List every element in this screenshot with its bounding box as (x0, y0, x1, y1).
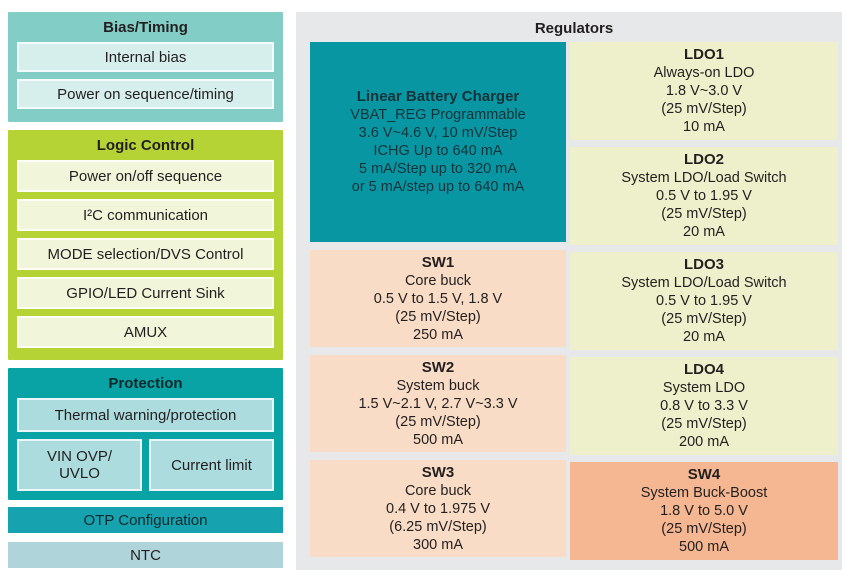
sw2-line: (25 mV/Step) (395, 413, 481, 430)
ldo2-line: (25 mV/Step) (661, 206, 747, 222)
left-column: Bias/Timing Internal bias Power on seque… (8, 12, 283, 568)
sw3-title: SW3 (421, 463, 455, 481)
sw3-line: Core buck (404, 482, 472, 499)
ldo1-line: 1.8 V~3.0 V (665, 83, 743, 99)
group-bias-timing: Bias/Timing Internal bias Power on seque… (8, 12, 283, 122)
ldo2-line: 20 mA (683, 224, 725, 240)
ldo3-line: (25 mV/Step) (661, 311, 747, 327)
block-ldo4: LDO4 System LDO 0.8 V to 3.3 V (25 mV/St… (570, 357, 838, 455)
regulators-left-column: Linear Battery Charger VBAT_REG Programm… (310, 42, 567, 560)
ldo3-title: LDO3 (684, 256, 725, 273)
ldo1-line: (25 mV/Step) (661, 101, 747, 117)
group-logic-control: Logic Control Power on/off sequence I²C … (8, 130, 283, 360)
sw4-line: (25 mV/Step) (661, 521, 747, 537)
block-current-limit: Current limit (149, 439, 274, 491)
regulators-right-column: LDO1 Always-on LDO 1.8 V~3.0 V (25 mV/St… (570, 42, 838, 560)
charger-line: ICHG Up to 640 mA (373, 143, 503, 159)
sw2-title: SW2 (421, 358, 455, 376)
block-sw3: SW3 Core buck 0.4 V to 1.975 V (6.25 mV/… (310, 460, 567, 557)
group-protection-title: Protection (108, 375, 183, 392)
protection-row: VIN OVP/ UVLO Current limit (17, 439, 274, 491)
sw4-line: 1.8 V to 5.0 V (660, 503, 748, 519)
block-internal-bias: Internal bias (17, 42, 274, 72)
block-ldo2: LDO2 System LDO/Load Switch 0.5 V to 1.9… (570, 147, 838, 245)
ldo1-title: LDO1 (684, 46, 725, 63)
sw1-line: 250 mA (413, 326, 463, 343)
block-gpio-led-current-sink: GPIO/LED Current Sink (17, 277, 274, 309)
sw1-line: Core buck (404, 272, 472, 289)
ldo4-title: LDO4 (684, 361, 725, 378)
regulators-panel: Regulators Linear Battery Charger VBAT_R… (296, 12, 842, 570)
group-bias-timing-title: Bias/Timing (103, 19, 188, 36)
sw1-line: (25 mV/Step) (395, 308, 481, 325)
sw2-line: 500 mA (413, 431, 463, 448)
sw4-line: System Buck-Boost (640, 485, 768, 501)
group-logic-control-title: Logic Control (96, 137, 195, 154)
ldo2-title: LDO2 (684, 151, 725, 168)
ldo4-line: 200 mA (679, 434, 729, 450)
group-bias-timing-body: Internal bias Power on sequence/timing (8, 42, 283, 118)
sw4-line: 500 mA (679, 539, 729, 555)
group-protection-body: Thermal warning/protection VIN OVP/ UVLO… (8, 398, 283, 500)
block-ldo1: LDO1 Always-on LDO 1.8 V~3.0 V (25 mV/St… (570, 42, 838, 140)
block-amux: AMUX (17, 316, 274, 348)
ldo4-line: 0.8 V to 3.3 V (660, 398, 748, 414)
ldo2-line: System LDO/Load Switch (621, 170, 787, 186)
ldo1-line: 10 mA (683, 119, 725, 135)
sw2-line: System buck (396, 377, 480, 394)
charger-line: or 5 mA/step up to 640 mA (351, 179, 525, 195)
sw3-line: (6.25 mV/Step) (389, 518, 487, 535)
ldo3-line: 0.5 V to 1.95 V (656, 293, 752, 309)
block-power-on-sequence-timing: Power on sequence/timing (17, 79, 274, 109)
bar-otp-configuration: OTP Configuration (8, 507, 283, 533)
ldo3-line: 20 mA (683, 329, 725, 345)
block-ldo3: LDO3 System LDO/Load Switch 0.5 V to 1.9… (570, 252, 838, 350)
block-linear-battery-charger: Linear Battery Charger VBAT_REG Programm… (310, 42, 567, 242)
block-sw2: SW2 System buck 1.5 V~2.1 V, 2.7 V~3.3 V… (310, 355, 567, 452)
charger-line: VBAT_REG Programmable (350, 107, 526, 123)
sw1-title: SW1 (421, 253, 455, 271)
sw4-title: SW4 (687, 466, 721, 483)
charger-line: 3.6 V~4.6 V, 10 mV/Step (358, 125, 518, 141)
block-thermal-warning-protection: Thermal warning/protection (17, 398, 274, 432)
ldo2-line: 0.5 V to 1.95 V (656, 188, 752, 204)
ldo4-line: (25 mV/Step) (661, 416, 747, 432)
sw3-line: 300 mA (413, 536, 463, 553)
ldo3-line: System LDO/Load Switch (621, 275, 787, 291)
group-protection: Protection Thermal warning/protection VI… (8, 368, 283, 500)
sw1-line: 0.5 V to 1.5 V, 1.8 V (373, 290, 503, 307)
block-sw1: SW1 Core buck 0.5 V to 1.5 V, 1.8 V (25 … (310, 250, 567, 347)
regulators-grid: Linear Battery Charger VBAT_REG Programm… (310, 42, 838, 560)
block-sw4: SW4 System Buck-Boost 1.8 V to 5.0 V (25… (570, 462, 838, 560)
charger-line: 5 mA/Step up to 320 mA (359, 161, 517, 177)
bar-ntc: NTC (8, 542, 283, 568)
regulators-title: Regulators (534, 20, 614, 37)
sw2-line: 1.5 V~2.1 V, 2.7 V~3.3 V (358, 395, 518, 412)
group-logic-control-body: Power on/off sequence I²C communication … (8, 160, 283, 357)
block-power-on-off-sequence: Power on/off sequence (17, 160, 274, 192)
block-i2c-communication: I²C communication (17, 199, 274, 231)
block-mode-selection-dvs-control: MODE selection/DVS Control (17, 238, 274, 270)
ldo1-line: Always-on LDO (653, 65, 755, 81)
block-vin-ovp-uvlo: VIN OVP/ UVLO (17, 439, 142, 491)
ldo4-line: System LDO (662, 380, 746, 396)
charger-title: Linear Battery Charger (356, 88, 520, 105)
sw3-line: 0.4 V to 1.975 V (386, 500, 490, 517)
